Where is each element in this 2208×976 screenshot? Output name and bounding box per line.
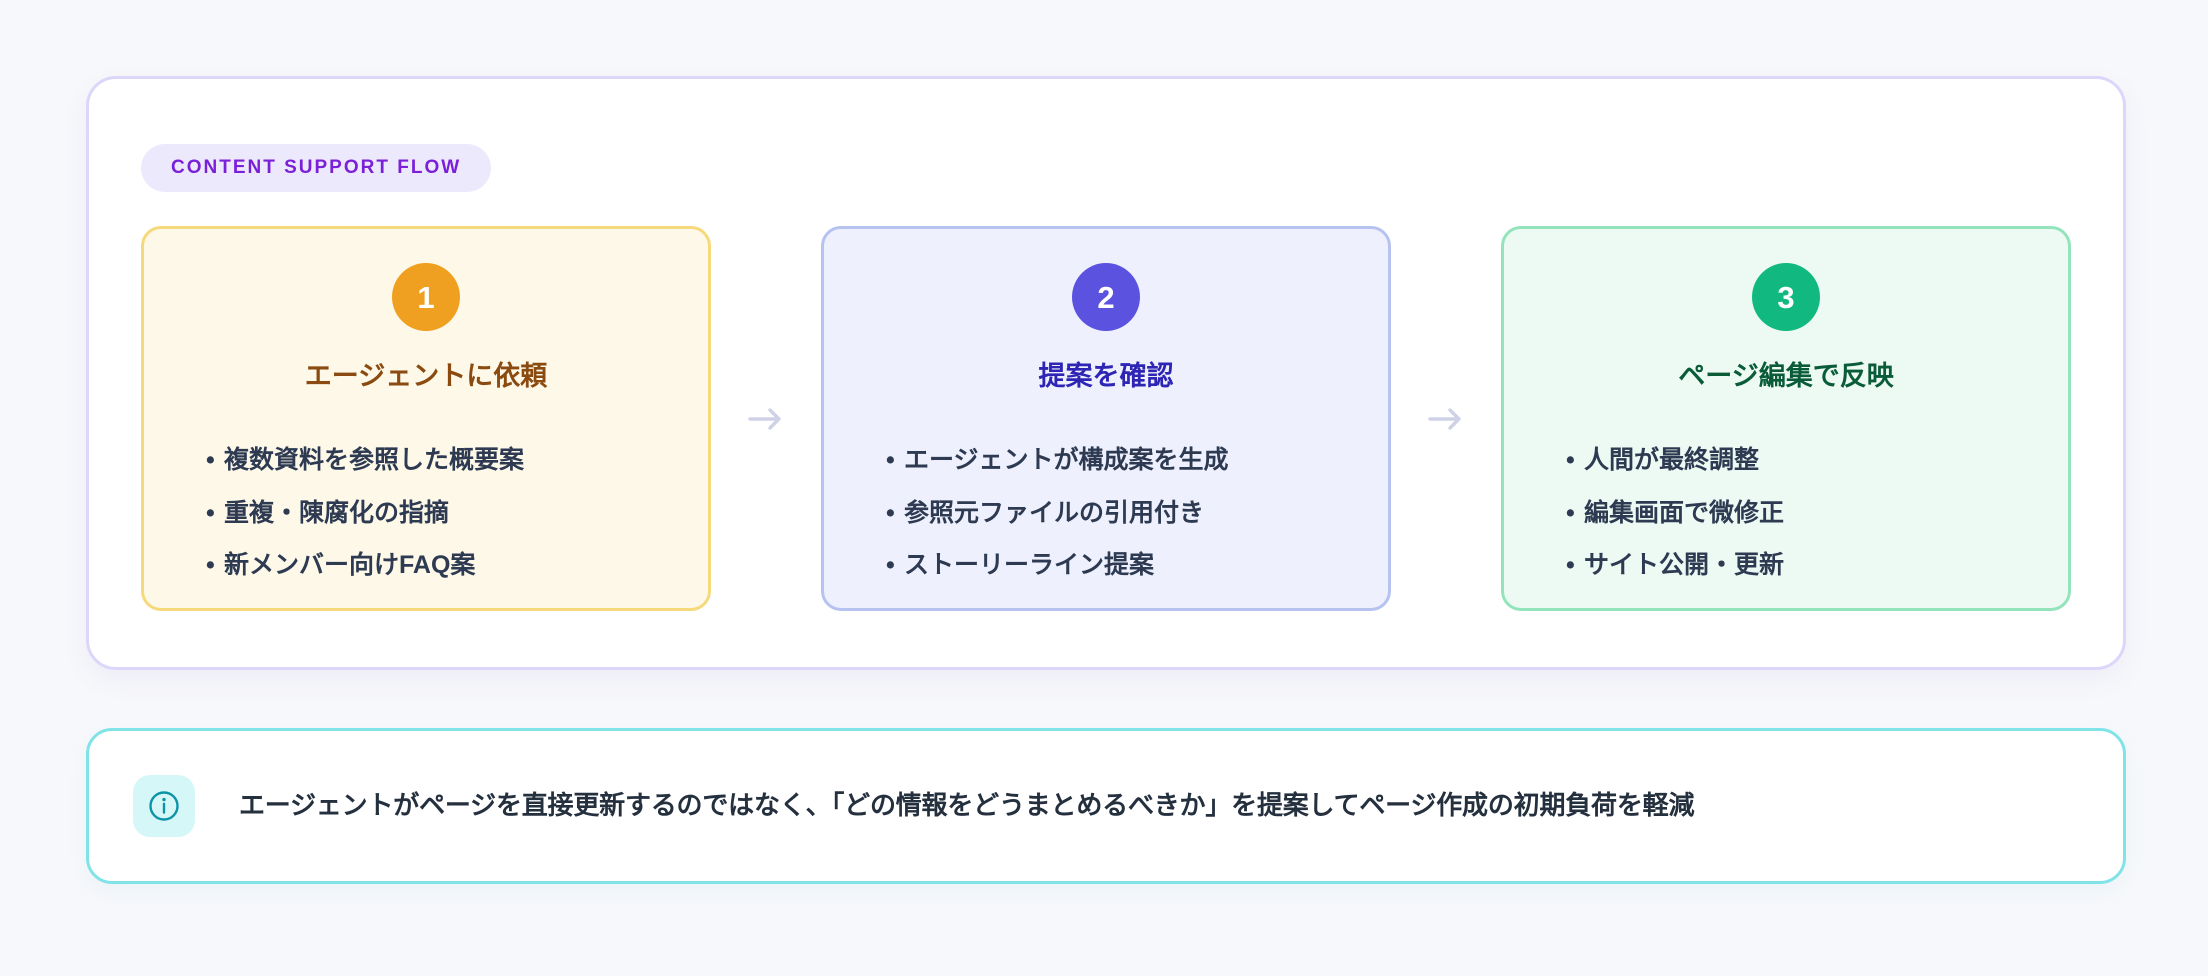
- step-bullet-list-3: 人間が最終調整 編集画面で微修正 サイト公開・更新: [1532, 445, 2040, 602]
- flow-badge: CONTENT SUPPORT FLOW: [141, 144, 492, 192]
- step-bullet-list-1: 複数資料を参照した概要案 重複・陳腐化の指摘 新メンバー向けFAQ案: [172, 445, 680, 602]
- arrow-right-icon: [1420, 393, 1472, 445]
- step-card-2: 2 提案を確認 エージェントが構成案を生成 参照元ファイルの引用付き ストーリー…: [821, 226, 1391, 611]
- list-item: 重複・陳腐化の指摘: [206, 498, 680, 530]
- list-item: 編集画面で微修正: [1566, 498, 2040, 530]
- step-bullet-list-2: エージェントが構成案を生成 参照元ファイルの引用付き ストーリーライン提案: [852, 445, 1360, 602]
- list-item: 参照元ファイルの引用付き: [886, 498, 1360, 530]
- summary-note-text: エージェントがページを直接更新するのではなく、「どの情報をどうまとめるべきか」を…: [239, 790, 1695, 821]
- content-support-flow-panel: CONTENT SUPPORT FLOW 1 エージェントに依頼 複数資料を参照…: [86, 76, 2126, 670]
- list-item: 複数資料を参照した概要案: [206, 445, 680, 477]
- step-number-badge-2: 2: [1072, 263, 1140, 331]
- steps-row: 1 エージェントに依頼 複数資料を参照した概要案 重複・陳腐化の指摘 新メンバー…: [141, 226, 2071, 611]
- step-title-2: 提案を確認: [1038, 361, 1174, 391]
- step-title-1: エージェントに依頼: [304, 361, 548, 391]
- step-number-badge-1: 1: [392, 263, 460, 331]
- list-item: 新メンバー向けFAQ案: [206, 550, 680, 582]
- list-item: サイト公開・更新: [1566, 550, 2040, 582]
- summary-note-bar: エージェントがページを直接更新するのではなく、「どの情報をどうまとめるべきか」を…: [86, 728, 2126, 884]
- info-circle-icon: [133, 775, 195, 837]
- step-card-1: 1 エージェントに依頼 複数資料を参照した概要案 重複・陳腐化の指摘 新メンバー…: [141, 226, 711, 611]
- step-card-3: 3 ページ編集で反映 人間が最終調整 編集画面で微修正 サイト公開・更新: [1501, 226, 2071, 611]
- list-item: 人間が最終調整: [1566, 445, 2040, 477]
- list-item: エージェントが構成案を生成: [886, 445, 1360, 477]
- arrow-right-icon: [740, 393, 792, 445]
- list-item: ストーリーライン提案: [886, 550, 1360, 582]
- step-number-badge-3: 3: [1752, 263, 1820, 331]
- step-title-3: ページ編集で反映: [1678, 361, 1894, 391]
